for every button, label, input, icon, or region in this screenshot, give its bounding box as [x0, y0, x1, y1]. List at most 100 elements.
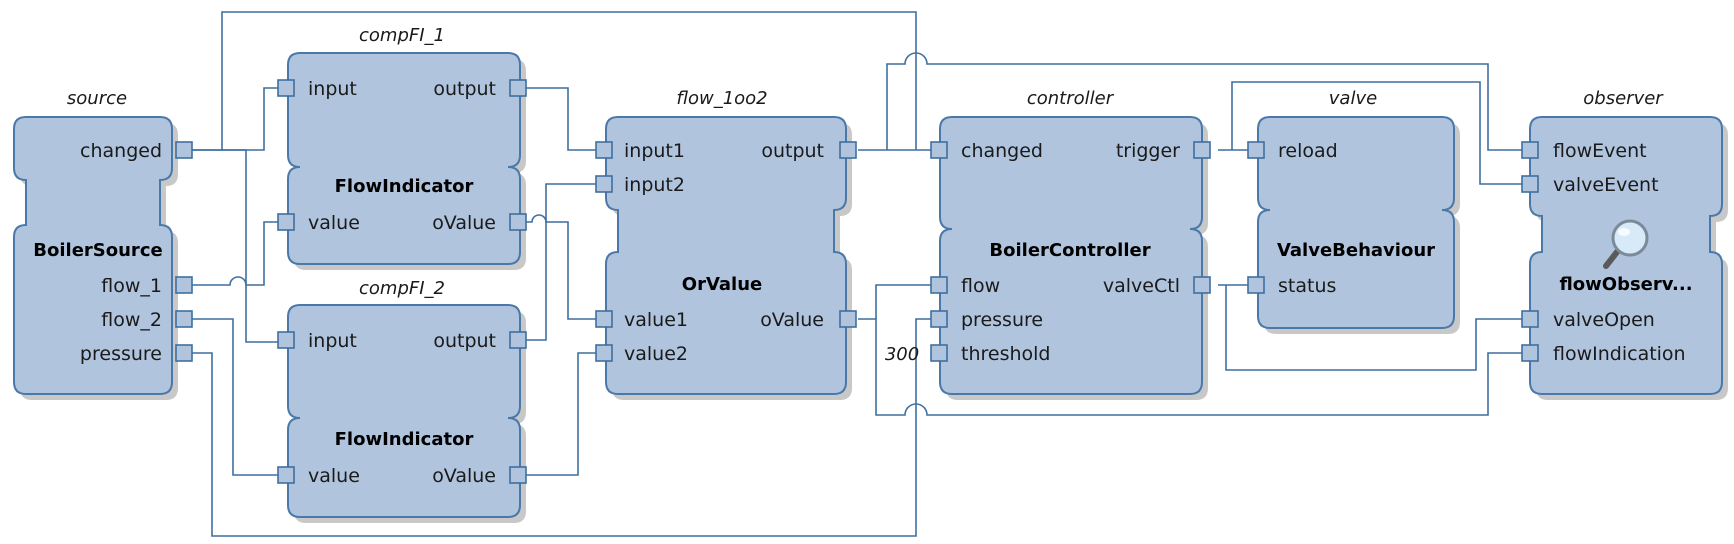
port-label-or-output: output	[761, 140, 824, 162]
port-label-or-ovalue: oValue	[760, 309, 824, 331]
wire-or-ovalue-to-controller-flow-branch[interactable]	[875, 284, 939, 319]
wire-fi2-output-to-or-input2[interactable]	[526, 183, 604, 341]
port-label-obs-valveevent: valveEvent	[1553, 174, 1659, 196]
wire-source-changed-top-loop[interactable]	[221, 11, 917, 150]
port-fi1-value[interactable]	[277, 213, 295, 231]
wire-controller-valvectl-to-observer-valveopen[interactable]	[1225, 285, 1530, 371]
port-fi1-input[interactable]	[277, 79, 295, 97]
port-label-ctrl-changed: changed	[961, 140, 1043, 162]
wire-source-pressure-to-controller-pressure[interactable]	[184, 318, 939, 537]
wire-source-flow2-to-fi2-value[interactable]	[184, 318, 286, 476]
block-compfi1-type: FlowIndicator	[335, 176, 474, 197]
port-label-source-flow2: flow_2	[101, 309, 162, 331]
wire-source-changed-to-fi2-input[interactable]	[184, 149, 286, 343]
block-valve[interactable]: valve ValveBehaviour reload status	[1247, 88, 1460, 334]
port-ctrl-trigger[interactable]	[1193, 141, 1211, 159]
connection-wires	[184, 11, 1530, 537]
wire-source-changed-to-fi1-input[interactable]	[184, 87, 286, 151]
port-label-source-flow1: flow_1	[101, 275, 162, 297]
block-observer-type: flowObserv...	[1559, 274, 1692, 295]
port-obs-flowevent[interactable]	[1521, 141, 1539, 159]
port-ctrl-valvectl[interactable]	[1193, 276, 1211, 294]
block-observer[interactable]: observer flowObserv... flowEvent valveEv…	[1521, 88, 1728, 400]
port-or-value1[interactable]	[595, 310, 613, 328]
port-fi1-ovalue[interactable]	[509, 213, 527, 231]
port-ctrl-threshold[interactable]	[930, 344, 948, 362]
port-source-flow2[interactable]	[175, 310, 193, 328]
block-controller-instance-name: controller	[1027, 88, 1115, 109]
wire-controller-trigger-to-observer-valveevent[interactable]	[1231, 81, 1530, 185]
port-valve-reload[interactable]	[1247, 141, 1265, 159]
wire-or-ovalue-to-controller-flow[interactable]	[858, 318, 1530, 416]
port-label-ctrl-threshold: threshold	[961, 343, 1050, 365]
port-source-changed[interactable]	[175, 141, 193, 159]
port-label-ctrl-pressure: pressure	[961, 309, 1043, 331]
block-valve-instance-name: valve	[1329, 88, 1377, 109]
port-fi2-input[interactable]	[277, 331, 295, 349]
port-label-fi2-value: value	[308, 465, 360, 487]
port-label-source-changed: changed	[80, 140, 162, 162]
port-source-flow1[interactable]	[175, 276, 193, 294]
port-label-obs-valveopen: valveOpen	[1553, 309, 1655, 331]
port-obs-valveevent[interactable]	[1521, 175, 1539, 193]
port-obs-flowindication[interactable]	[1521, 344, 1539, 362]
block-source-instance-name: source	[67, 88, 127, 109]
port-fi1-output[interactable]	[509, 79, 527, 97]
port-label-or-value2: value2	[624, 343, 688, 365]
wire-fi1-output-to-or-input1[interactable]	[526, 87, 604, 151]
block-controller[interactable]: controller BoilerController changed trig…	[930, 88, 1211, 400]
block-source-type: BoilerSource	[33, 240, 162, 261]
port-fi2-value[interactable]	[277, 466, 295, 484]
port-label-fi1-value: value	[308, 212, 360, 234]
wire-fi2-ovalue-to-or-value2[interactable]	[526, 352, 604, 476]
port-label-fi2-input: input	[308, 330, 357, 352]
block-compfi2-type: FlowIndicator	[335, 429, 474, 450]
port-or-value2[interactable]	[595, 344, 613, 362]
port-obs-valveopen[interactable]	[1521, 310, 1539, 328]
port-label-valve-reload: reload	[1278, 140, 1338, 162]
port-label-valve-status: status	[1278, 275, 1336, 297]
port-label-ctrl-trigger: trigger	[1116, 140, 1180, 162]
threshold-constant-label: 300	[885, 344, 919, 365]
port-label-fi1-input: input	[308, 78, 357, 100]
block-observer-instance-name: observer	[1583, 88, 1664, 109]
port-label-obs-flowindication: flowIndication	[1553, 343, 1686, 365]
block-flow-1oo2-instance-name: flow_1oo2	[676, 88, 767, 109]
port-label-fi2-ovalue: oValue	[432, 465, 496, 487]
block-flow-1oo2[interactable]: flow_1oo2 OrValue input1 input2 output v…	[595, 88, 857, 400]
port-fi2-ovalue[interactable]	[509, 466, 527, 484]
port-ctrl-flow[interactable]	[930, 276, 948, 294]
port-ctrl-pressure[interactable]	[930, 310, 948, 328]
port-label-ctrl-flow: flow	[961, 275, 1000, 297]
magnifier-icon	[1603, 219, 1649, 269]
port-source-pressure[interactable]	[175, 344, 193, 362]
port-label-obs-flowevent: flowEvent	[1553, 140, 1647, 162]
wire-source-flow1-to-fi1-value[interactable]	[184, 221, 286, 286]
port-fi2-output[interactable]	[509, 331, 527, 349]
port-label-source-pressure: pressure	[80, 343, 162, 365]
block-controller-type: BoilerController	[989, 240, 1150, 261]
block-flow-1oo2-type: OrValue	[682, 274, 762, 295]
wire-fi1-ovalue-to-or-value1[interactable]	[526, 214, 604, 320]
block-source[interactable]: source BoilerSource changed flow_1 flow_…	[13, 88, 193, 400]
port-or-input1[interactable]	[595, 141, 613, 159]
port-label-or-input1: input1	[624, 140, 685, 162]
port-label-fi1-ovalue: oValue	[432, 212, 496, 234]
block-compfi1[interactable]: compFI_1 FlowIndicator input output valu…	[277, 25, 527, 270]
port-label-fi2-output: output	[433, 330, 496, 352]
block-compfi1-instance-name: compFI_1	[359, 25, 445, 46]
port-label-or-value1: value1	[624, 309, 688, 331]
wire-or-output-to-observer-flowevent[interactable]	[886, 52, 1530, 151]
block-compfi2-instance-name: compFI_2	[359, 278, 445, 299]
port-valve-status[interactable]	[1247, 276, 1265, 294]
port-label-ctrl-valvectl: valveCtl	[1103, 275, 1180, 297]
port-or-ovalue[interactable]	[839, 310, 857, 328]
block-compfi2[interactable]: compFI_2 FlowIndicator input output valu…	[277, 278, 527, 523]
port-or-input2[interactable]	[595, 175, 613, 193]
port-label-or-input2: input2	[624, 174, 685, 196]
block-valve-type: ValveBehaviour	[1277, 240, 1435, 261]
port-label-fi1-output: output	[433, 78, 496, 100]
port-or-output[interactable]	[839, 141, 857, 159]
port-ctrl-changed[interactable]	[930, 141, 948, 159]
